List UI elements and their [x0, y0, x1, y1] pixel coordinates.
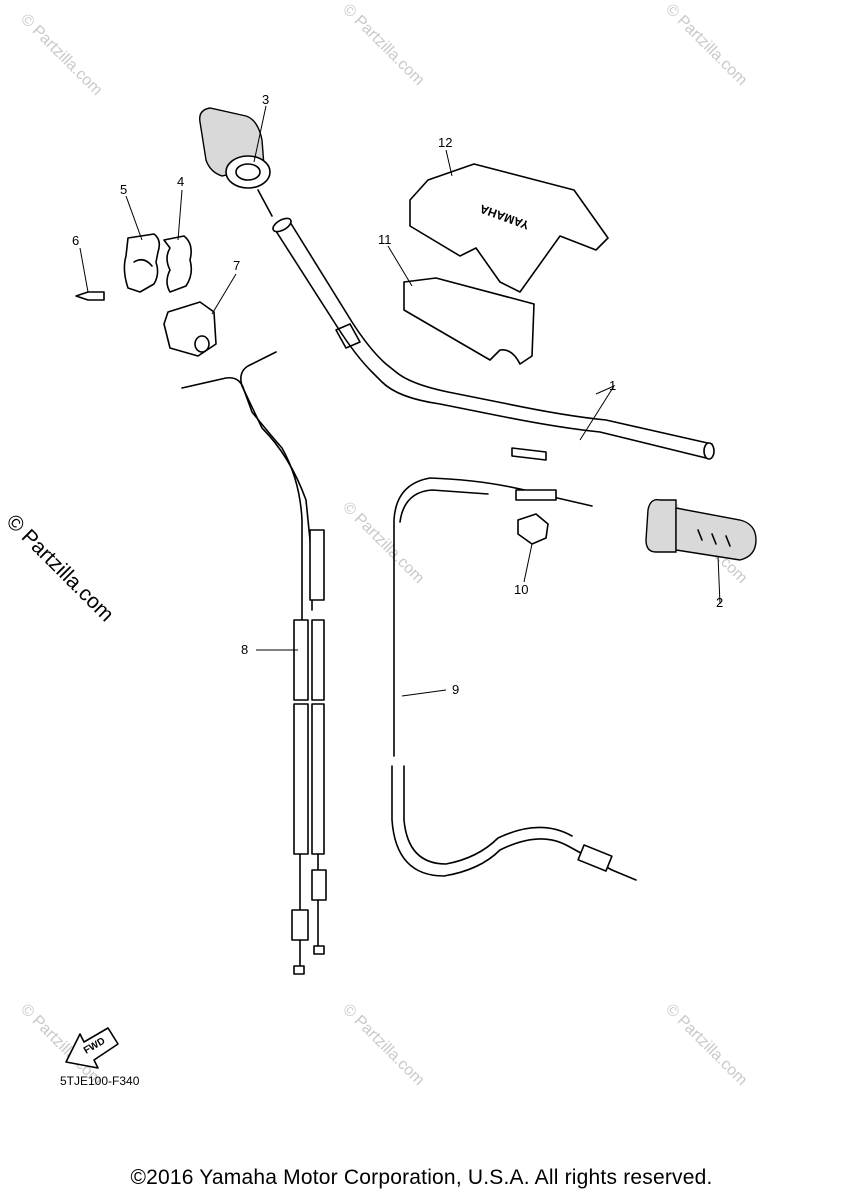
callout-1: 1 [609, 378, 616, 393]
callout-5: 5 [120, 182, 127, 197]
throttle-cables [181, 351, 327, 975]
watermark-2: © Partzilla.com [339, 1, 427, 89]
callout-8: 8 [241, 642, 248, 657]
callout-4: 4 [177, 174, 184, 189]
background-watermarks: © Partzilla.com © Partzilla.com © Partzi… [17, 1, 750, 1089]
callout-9: 9 [452, 682, 459, 697]
callout-12: 12 [438, 135, 452, 150]
holder [163, 301, 217, 357]
watermark-4: © Partzilla.com [339, 499, 427, 587]
callout-11: 11 [378, 232, 392, 247]
callout-2: 2 [716, 595, 723, 610]
throttle-grip [199, 107, 273, 217]
callouts: 1 2 3 4 5 6 7 8 9 10 11 12 [72, 92, 723, 697]
pad-cover: YAMAHA [409, 163, 609, 293]
callout-6: 6 [72, 233, 79, 248]
callout-7: 7 [233, 258, 240, 273]
watermark-3: © Partzilla.com [662, 1, 750, 89]
callout-10: 10 [514, 582, 528, 597]
clamp [123, 233, 193, 293]
watermark-7: © Partzilla.com [339, 1001, 427, 1089]
clutch-cable [391, 477, 637, 881]
bar-pad [403, 277, 535, 365]
diagram-code: 5TJE100-F340 [60, 1074, 140, 1088]
watermark-8: © Partzilla.com [662, 1001, 750, 1089]
leader-lines [79, 105, 721, 697]
copyright-notice: ©2016 Yamaha Motor Corporation, U.S.A. A… [130, 1166, 713, 1189]
screw [75, 291, 105, 301]
adjuster-nut [517, 513, 549, 545]
watermark-1: © Partzilla.com [17, 11, 105, 99]
grip-left [645, 499, 757, 561]
handlebar [272, 217, 715, 461]
fwd-arrow: FWD [65, 1027, 119, 1069]
callout-3: 3 [262, 92, 269, 107]
